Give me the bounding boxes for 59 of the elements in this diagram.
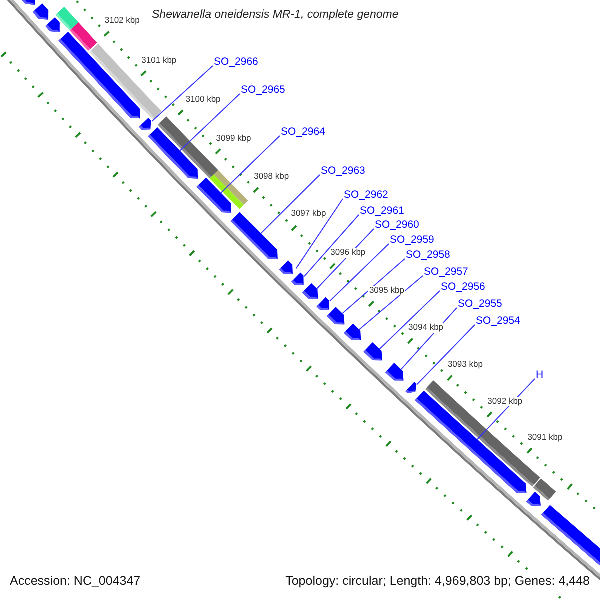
- tick-label: 3098 kbp: [253, 172, 290, 182]
- gene-feature: [316, 297, 330, 310]
- gene-feature: [302, 283, 318, 299]
- tick-label: 3101 kbp: [140, 56, 178, 65]
- gene-feature: [46, 18, 60, 32]
- leader-line: [296, 198, 344, 270]
- gene-label: SO_2955: [458, 299, 502, 311]
- gene-label: SO_2960: [375, 220, 420, 232]
- gene-label: SO_2954: [476, 316, 520, 328]
- gene-label: SO_2959: [390, 235, 434, 247]
- tick-label: 3093 kbp: [446, 360, 484, 370]
- tick-label: 3100 kbp: [184, 94, 222, 104]
- leader-line: [329, 244, 390, 302]
- leader-line: [260, 174, 320, 234]
- gene-feature: [58, 32, 140, 119]
- gene-label: SO_2956: [441, 282, 486, 294]
- gene-feature: [22, 0, 36, 6]
- gene-label: SO_2965: [241, 85, 286, 97]
- tick-label: 3096 kbp: [330, 248, 367, 258]
- gene-feature: [279, 260, 293, 274]
- tick-label: 3091 kbp: [526, 432, 564, 442]
- gene-feature: [292, 272, 304, 286]
- leader-line: [180, 94, 240, 152]
- gene-feature: [32, 4, 49, 20]
- leader-line: [416, 324, 476, 386]
- gene-feature: [415, 390, 527, 494]
- tick-label: 3094 kbp: [408, 323, 445, 332]
- gene-label: SO_2958: [406, 250, 450, 262]
- gene-feature: [326, 307, 345, 325]
- gene-label: SO_2964: [281, 127, 326, 139]
- gene-label: SO_2962: [344, 190, 388, 202]
- gene-feature: [230, 212, 278, 260]
- gene-feature: [385, 363, 404, 381]
- gene-feature: [148, 127, 198, 179]
- gene-feature: [406, 382, 417, 394]
- tick-label: 3102 kbp: [104, 16, 141, 26]
- tick-label: 3097 kbp: [290, 209, 328, 219]
- accession-text: Accession: NC_004347: [10, 575, 141, 589]
- gene-label: SO_2957: [424, 267, 468, 279]
- leader-line: [358, 276, 424, 330]
- tick-label: 3092 kbp: [486, 396, 524, 406]
- gene-label: SO_2963: [321, 166, 366, 178]
- gene-feature: [196, 178, 232, 213]
- diagram-title: Shewanella oneidensis MR-1, complete genome: [152, 9, 399, 22]
- leader-line: [379, 290, 440, 350]
- leader-line: [151, 66, 214, 122]
- gene-feature: [364, 342, 382, 361]
- gene-label: H: [536, 370, 544, 382]
- gene-label: SO_2966: [214, 57, 258, 69]
- gene-feature: [344, 324, 362, 340]
- leader-line: [220, 136, 280, 194]
- gene-feature: [139, 118, 152, 130]
- gene-label: SO_2961: [360, 206, 404, 218]
- tick-label: 3095 kbp: [368, 286, 406, 296]
- tick-label: 3099 kbp: [215, 134, 252, 143]
- gene-feature: [542, 505, 600, 566]
- leader-line: [304, 214, 360, 278]
- leader-line: [342, 258, 406, 314]
- gene-feature: [526, 492, 541, 506]
